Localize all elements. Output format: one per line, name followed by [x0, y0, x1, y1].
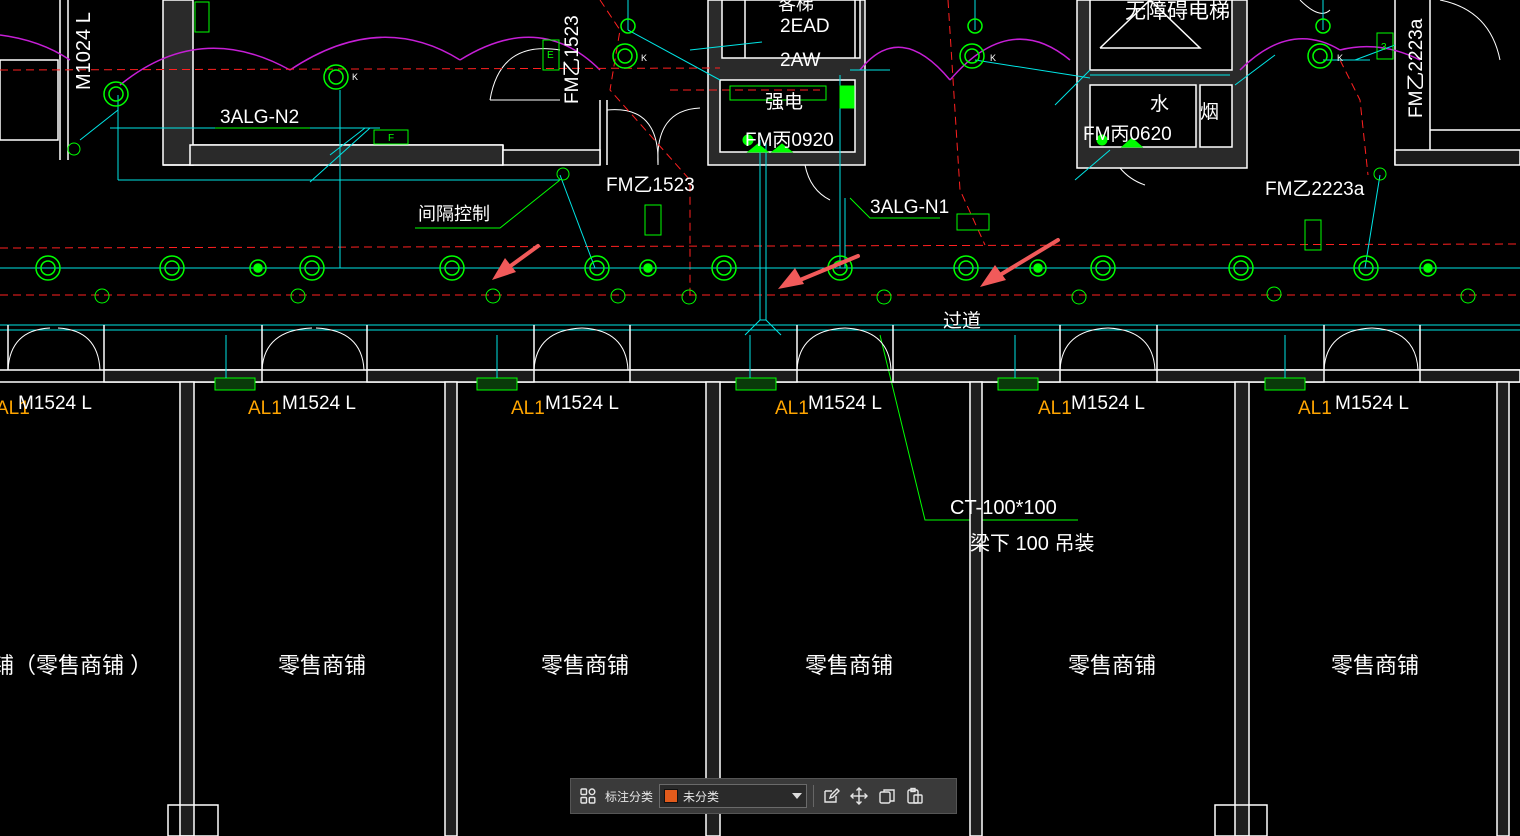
category-value: 未分类 — [683, 789, 720, 804]
label-k3: K — [990, 53, 996, 63]
door-label: M1524 L — [808, 393, 882, 414]
label-sign-f: F — [388, 133, 394, 144]
distribution-panels — [214, 377, 1306, 391]
label-3alg-n1: 3ALG-N1 — [870, 197, 949, 218]
label-fm0920: FM丙0920 — [745, 130, 834, 151]
shop-front-wall — [0, 325, 1520, 383]
label-fm1523-horizontal: FM乙1523 — [606, 175, 695, 196]
label-sign-3: 3 — [1381, 42, 1387, 53]
toolbar-divider — [813, 785, 815, 807]
door-label: M1524 L — [18, 393, 92, 414]
leader-lines — [215, 127, 1078, 521]
upper-door-swings — [489, 0, 1501, 201]
shop-name: 零售商铺 — [1068, 653, 1156, 678]
label-fm2223-horizontal: FM乙2223a — [1265, 179, 1365, 200]
paste-icon[interactable] — [904, 785, 926, 807]
panel-label: AL1 — [1038, 398, 1072, 419]
panel-label: AL1 — [775, 398, 809, 419]
shop-name: 铺（零售商铺 ） — [0, 653, 152, 678]
label-smoke: 烟 — [1200, 101, 1219, 123]
label-3alg-n2: 3ALG-N2 — [220, 107, 299, 128]
category-color-swatch — [664, 789, 679, 803]
shop-name: 零售商铺 — [805, 653, 893, 678]
edit-icon[interactable] — [820, 785, 842, 807]
label-2ead: 2EAD — [780, 16, 830, 37]
label-power-shaft: 强电 — [765, 91, 803, 113]
category-label: 标注分类 — [605, 789, 654, 804]
label-fm1523-vertical: FM乙1523 — [562, 15, 583, 104]
shop-door-labels: AL1 M1524 L AL1 M1524 L AL1 M1524 L AL1 … — [0, 393, 1409, 419]
label-k1: K — [352, 72, 358, 82]
label-fm2223-vertical: FM乙2223a — [1406, 18, 1427, 118]
chevron-down-icon — [792, 793, 803, 799]
label-interval-control: 间隔控制 — [418, 204, 490, 224]
shop-partitions — [167, 381, 1510, 836]
label-sign-e: E — [547, 50, 554, 61]
panel-label: AL1 — [0, 398, 30, 419]
shop-name: 零售商铺 — [278, 653, 366, 678]
shop-door-swings — [7, 327, 1419, 371]
door-label: M1524 L — [545, 393, 619, 414]
smoke-detectors — [67, 142, 1476, 305]
label-cable-tray-spec: CT-100*100 — [950, 497, 1057, 519]
corridor-lights — [35, 18, 1379, 281]
move-icon[interactable] — [848, 785, 870, 807]
category-dropdown[interactable]: 未分类 — [659, 784, 808, 808]
label-water: 水 — [1150, 93, 1169, 115]
label-top-partial: 客梯 — [778, 0, 814, 14]
panel-feeders — [225, 335, 1286, 378]
shop-name: 零售商铺 — [1331, 653, 1419, 678]
label-2aw: 2AW — [780, 50, 821, 71]
label-k4: K — [1337, 53, 1343, 63]
shop-name: 零售商铺 — [541, 653, 629, 678]
shop-name-labels: 铺（零售商铺 ） 零售商铺 零售商铺 零售商铺 零售商铺 零售商铺 — [0, 653, 1419, 678]
door-label: M1524 L — [1071, 393, 1145, 414]
grid-icon[interactable] — [577, 785, 599, 807]
label-cable-tray-install: 梁下 100 吊装 — [970, 532, 1094, 555]
annotation-toolbar: 标注分类 未分类 — [570, 778, 957, 814]
magenta-wiring-arcs — [0, 34, 1421, 86]
label-m1024l: M1024 L — [73, 12, 95, 90]
highlight-arrows — [492, 238, 1060, 289]
label-fm0620: FM丙0620 — [1083, 124, 1172, 145]
emergency-lights — [249, 259, 1437, 277]
label-k2: K — [641, 53, 647, 63]
panel-label: AL1 — [248, 398, 282, 419]
cyan-diagonals — [79, 41, 1396, 183]
panel-label: AL1 — [1298, 398, 1332, 419]
drawing-text: M1024 L 3ALG-N2 FM乙1523 2EAD 2AW 客梯 强电 F… — [73, 0, 1427, 555]
exit-signs — [194, 1, 1394, 251]
label-elevator: 无障碍电梯 — [1125, 0, 1230, 23]
panel-label: AL1 — [511, 398, 545, 419]
door-label: M1524 L — [282, 393, 356, 414]
copy-icon[interactable] — [876, 785, 898, 807]
door-label: M1524 L — [1335, 393, 1409, 414]
label-corridor: 过道 — [943, 310, 981, 332]
